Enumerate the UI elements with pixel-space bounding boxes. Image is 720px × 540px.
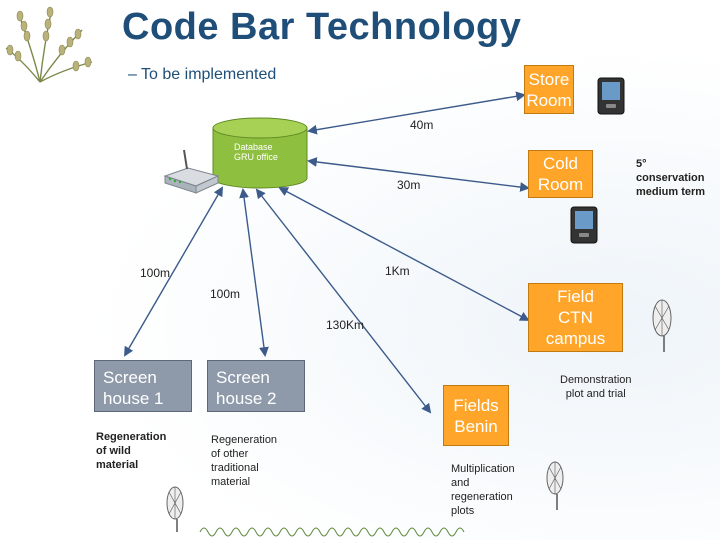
- field-ctn-line2: CTN: [558, 308, 593, 327]
- screen-house-2-note-line3: traditional: [211, 462, 259, 474]
- database-label: Database GRU office: [234, 142, 278, 162]
- cold-room-line1: Cold: [543, 154, 578, 173]
- cold-room-line2: Room: [537, 175, 584, 194]
- arrow-store-room: [307, 91, 526, 135]
- cold-room-note-line1: 5°: [636, 158, 647, 170]
- store-room-line2: Room: [526, 90, 572, 110]
- cold-room-note-line3: medium term: [636, 186, 706, 198]
- pda-icon: [597, 77, 625, 115]
- screen-house-2-note-line2: of other: [211, 448, 249, 460]
- fields-benin-note: Multiplication and regeneration plots: [451, 462, 515, 518]
- satellite-dish-icon: [166, 486, 184, 532]
- screen-house-2-line1: Screen: [216, 368, 270, 387]
- satellite-dish-icon: [652, 299, 672, 352]
- page-subtitle: – To be implemented: [128, 66, 277, 83]
- fields-benin-note-line1: Multiplication: [451, 463, 515, 475]
- fields-benin-line1: Fields: [453, 395, 499, 415]
- field-ctn-note-line2: plot and trial: [565, 388, 626, 400]
- database-cylinder: [212, 117, 308, 189]
- screen-house-2-line2: house 2: [216, 389, 277, 408]
- distance-screen1-label: 100m: [140, 266, 171, 280]
- fields-benin-line2: Benin: [454, 416, 498, 436]
- fields-benin-note-line2: and: [451, 477, 470, 489]
- distance-store-label: 40m: [410, 118, 434, 132]
- screen-house-1-note-line2: of wild: [96, 445, 131, 457]
- page-title: Code Bar Technology: [122, 6, 522, 48]
- field-ctn-line3: campus: [545, 329, 606, 348]
- distance-field-label: 1Km: [385, 264, 410, 278]
- field-ctn-line1: Field: [557, 287, 594, 306]
- field-ctn-note: Demonstration plot and trial: [560, 373, 632, 401]
- screen-house-1-box: Screen house 1: [94, 360, 192, 412]
- distance-benin-label: 130Km: [326, 318, 365, 332]
- screen-house-2-box: Screen house 2: [207, 360, 305, 412]
- database-label-line2: GRU office: [234, 152, 278, 162]
- screen-house-1-note: Regeneration of wild material: [96, 430, 166, 472]
- database-label-line1: Database: [234, 142, 273, 152]
- satellite-dish-icon: [546, 461, 564, 510]
- screen-house-1-line1: Screen: [103, 368, 157, 387]
- arrow-screen-house-2: [239, 188, 269, 357]
- screen-house-2-note-line4: material: [211, 476, 251, 488]
- screen-house-2-note-line1: Regeneration: [211, 434, 278, 446]
- arrow-screen-house-1: [124, 186, 223, 357]
- cold-room-note-line2: conservation: [636, 172, 705, 184]
- distance-screen2-label: 100m: [210, 287, 241, 301]
- arrow-fields-benin: [255, 188, 432, 414]
- router-icon: [163, 149, 220, 194]
- screen-house-2-note: Regeneration of other traditional materi…: [211, 433, 277, 489]
- spiral-border-icon: [199, 527, 465, 537]
- pda-icon: [570, 206, 598, 244]
- field-ctn-note-line1: Demonstration: [560, 374, 632, 386]
- fields-benin-note-line3: regeneration: [451, 491, 513, 503]
- distance-cold-label: 30m: [397, 178, 421, 192]
- screen-house-1-line2: house 1: [103, 389, 164, 408]
- store-room-line1: Store: [528, 69, 570, 89]
- arrow-field-ctn: [278, 187, 530, 321]
- screen-house-1-note-line3: material: [96, 459, 139, 471]
- arrow-cold-room: [307, 157, 530, 192]
- cold-room-note: 5° conservation medium term: [636, 157, 705, 199]
- screen-house-1-note-line1: Regeneration: [96, 431, 167, 443]
- fields-benin-note-line4: plots: [451, 505, 475, 517]
